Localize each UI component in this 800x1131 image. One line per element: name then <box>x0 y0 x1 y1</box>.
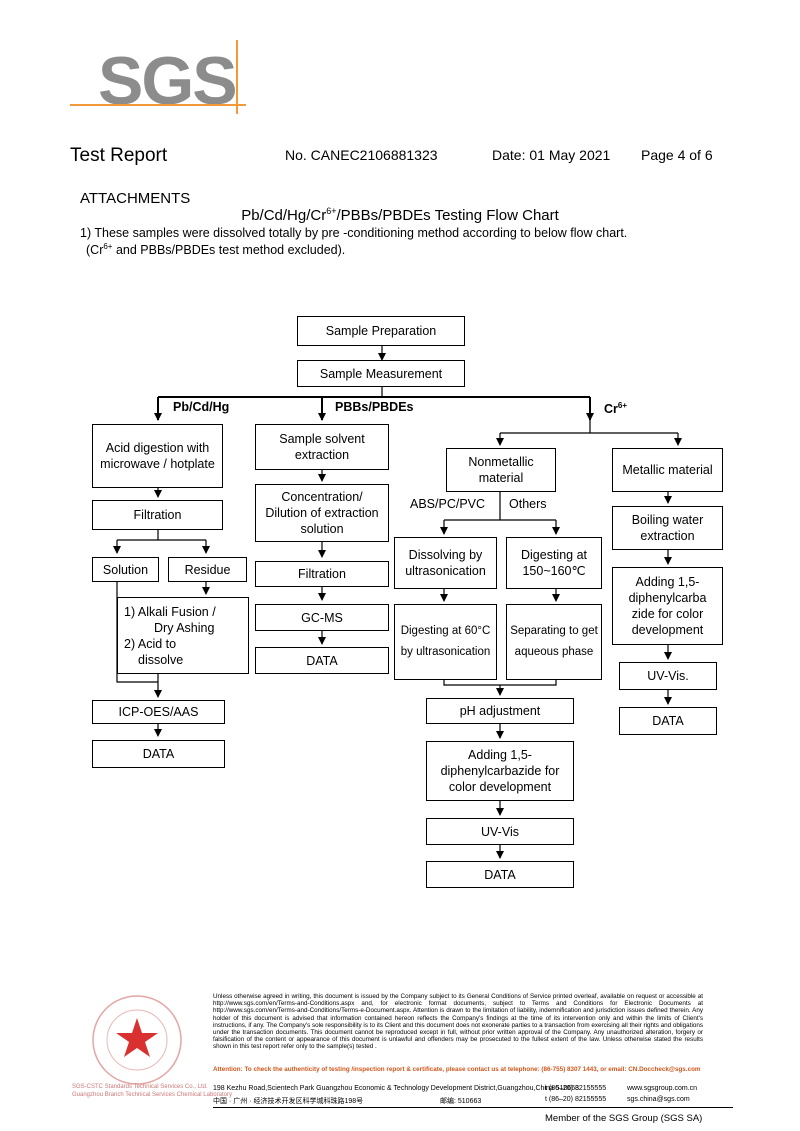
filtration-box-middle: Filtration <box>255 561 389 587</box>
footer-web-1: www.sgsgroup.com.cn <box>627 1085 698 1092</box>
sgs-logo: SGS <box>70 40 250 119</box>
report-date: Date: 01 May 2021 <box>492 147 611 163</box>
sample-measurement-box: Sample Measurement <box>297 360 465 387</box>
branch-label-pbbs-pbdes: PBBs/PBDEs <box>335 400 414 414</box>
note-line-2-sup: 6+ <box>103 242 113 251</box>
alkali-line-1: 1) Alkali Fusion / <box>124 604 216 619</box>
uv-vis-box-right: UV-Vis. <box>619 662 717 690</box>
residue-box: Residue <box>168 557 247 582</box>
report-title: Test Report <box>70 145 168 166</box>
chart-title-pre: Pb/Cd/Hg/Cr <box>241 207 327 224</box>
note-line-1: 1) These samples were dissolved totally … <box>80 226 628 240</box>
note-line-2-pre: (Cr <box>86 243 104 258</box>
attachments-heading: ATTACHMENTS <box>80 190 191 207</box>
footer-web-2: sgs.china@sgs.com <box>627 1096 690 1103</box>
seal-line-1: SGS-CSTC Standards Technical Services Co… <box>72 1084 208 1090</box>
digesting-60-box: Digesting at 60°C by ultrasonication <box>394 604 497 680</box>
metallic-material-box: Metallic material <box>612 448 723 492</box>
boiling-water-extraction-box: Boiling water extraction <box>612 506 723 550</box>
gc-ms-box: GC-MS <box>255 604 389 631</box>
nonmetallic-material-box: Nonmetallic material <box>446 448 556 492</box>
chart-title-sup: 6+ <box>326 206 337 216</box>
concentration-dilution-box: Concentration/ Dilution of extraction so… <box>255 484 389 542</box>
footer-address-cn: 中国 · 广州 · 经济技术开发区科学城科珠路198号 <box>213 1098 364 1105</box>
footer-postcode: 邮编: 510663 <box>440 1098 482 1105</box>
page-number: Page 4 of 6 <box>641 147 713 163</box>
abs-pc-pvc-label: ABS/PC/PVC <box>410 497 486 511</box>
branch-label-cr: Cr <box>604 402 618 417</box>
seal-line-2: Guangzhou Branch Technical Services Chem… <box>72 1092 232 1098</box>
note-line-2: (Cr6+ and PBBs/PBDEs test method exclude… <box>86 242 345 257</box>
logo-vertical-line <box>236 40 238 114</box>
icp-oes-aas-box: ICP-OES/AAS <box>92 700 225 724</box>
data-box-left: DATA <box>92 740 225 768</box>
data-box-middle: DATA <box>255 647 389 674</box>
alkali-line-4: dissolve <box>138 652 184 667</box>
alkali-line-2: Dry Ashing <box>154 620 215 635</box>
alkali-line-3: 2) Acid to <box>124 636 177 651</box>
footer-tel-1: t (86–20) 82155555 <box>545 1085 607 1092</box>
filtration-box-left: Filtration <box>92 500 223 530</box>
footer-attention: Attention: To check the authenticity of … <box>213 1066 701 1073</box>
ph-adjustment-box: pH adjustment <box>426 698 574 724</box>
uv-vis-box-center: UV-Vis <box>426 818 574 845</box>
seal-graphic <box>92 995 182 1085</box>
digesting-150-box: Digesting at 150~160℃ <box>506 537 602 589</box>
footer-divider <box>213 1107 733 1108</box>
sample-preparation-box: Sample Preparation <box>297 316 465 346</box>
solvent-extraction-box: Sample solvent extraction <box>255 424 389 470</box>
logo-text: SGS <box>98 43 238 119</box>
acid-digestion-box: Acid digestion with microwave / hotplate <box>92 424 223 488</box>
branch-label-cr6: Cr6+ <box>604 401 627 416</box>
note-line-2-post: and PBBs/PBDEs test method excluded). <box>112 243 346 258</box>
data-box-center: DATA <box>426 861 574 888</box>
data-box-right: DATA <box>619 707 717 735</box>
report-number: No. CANEC2106881323 <box>285 147 438 163</box>
branch-label-pb-cd-hg: Pb/Cd/Hg <box>173 400 230 414</box>
branch-label-cr-sup: 6+ <box>617 401 628 410</box>
chart-title-post: /PBBs/PBDEs Testing Flow Chart <box>336 207 559 224</box>
flow-chart-title: Pb/Cd/Hg/Cr6+/PBBs/PBDEs Testing Flow Ch… <box>0 206 800 224</box>
alkali-fusion-box: 1) Alkali Fusion / Dry Ashing 2) Acid to… <box>117 597 249 674</box>
footer-tel-2: t (86–20) 82155555 <box>545 1096 607 1103</box>
company-seal: SGS-CSTC Standards Technical Services Co… <box>72 990 232 1100</box>
footer-disclaimer: Unless otherwise agreed in writing, this… <box>213 993 703 1051</box>
solution-box: Solution <box>92 557 159 582</box>
adding-diphenylcarbazide-box-right: Adding 1,5-diphenylcarba zide for color … <box>612 567 723 645</box>
adding-diphenylcarbazide-box-center: Adding 1,5-diphenylcarbazide for color d… <box>426 741 574 801</box>
footer-address-en: 198 Kezhu Road,Scientech Park Guangzhou … <box>213 1085 580 1092</box>
dissolving-ultrasonication-box: Dissolving by ultrasonication <box>394 537 497 589</box>
logo-horizontal-line <box>70 104 246 106</box>
others-label: Others <box>509 497 547 511</box>
separating-aqueous-box: Separating to get aqueous phase <box>506 604 602 680</box>
footer-member: Member of the SGS Group (SGS SA) <box>545 1113 703 1124</box>
